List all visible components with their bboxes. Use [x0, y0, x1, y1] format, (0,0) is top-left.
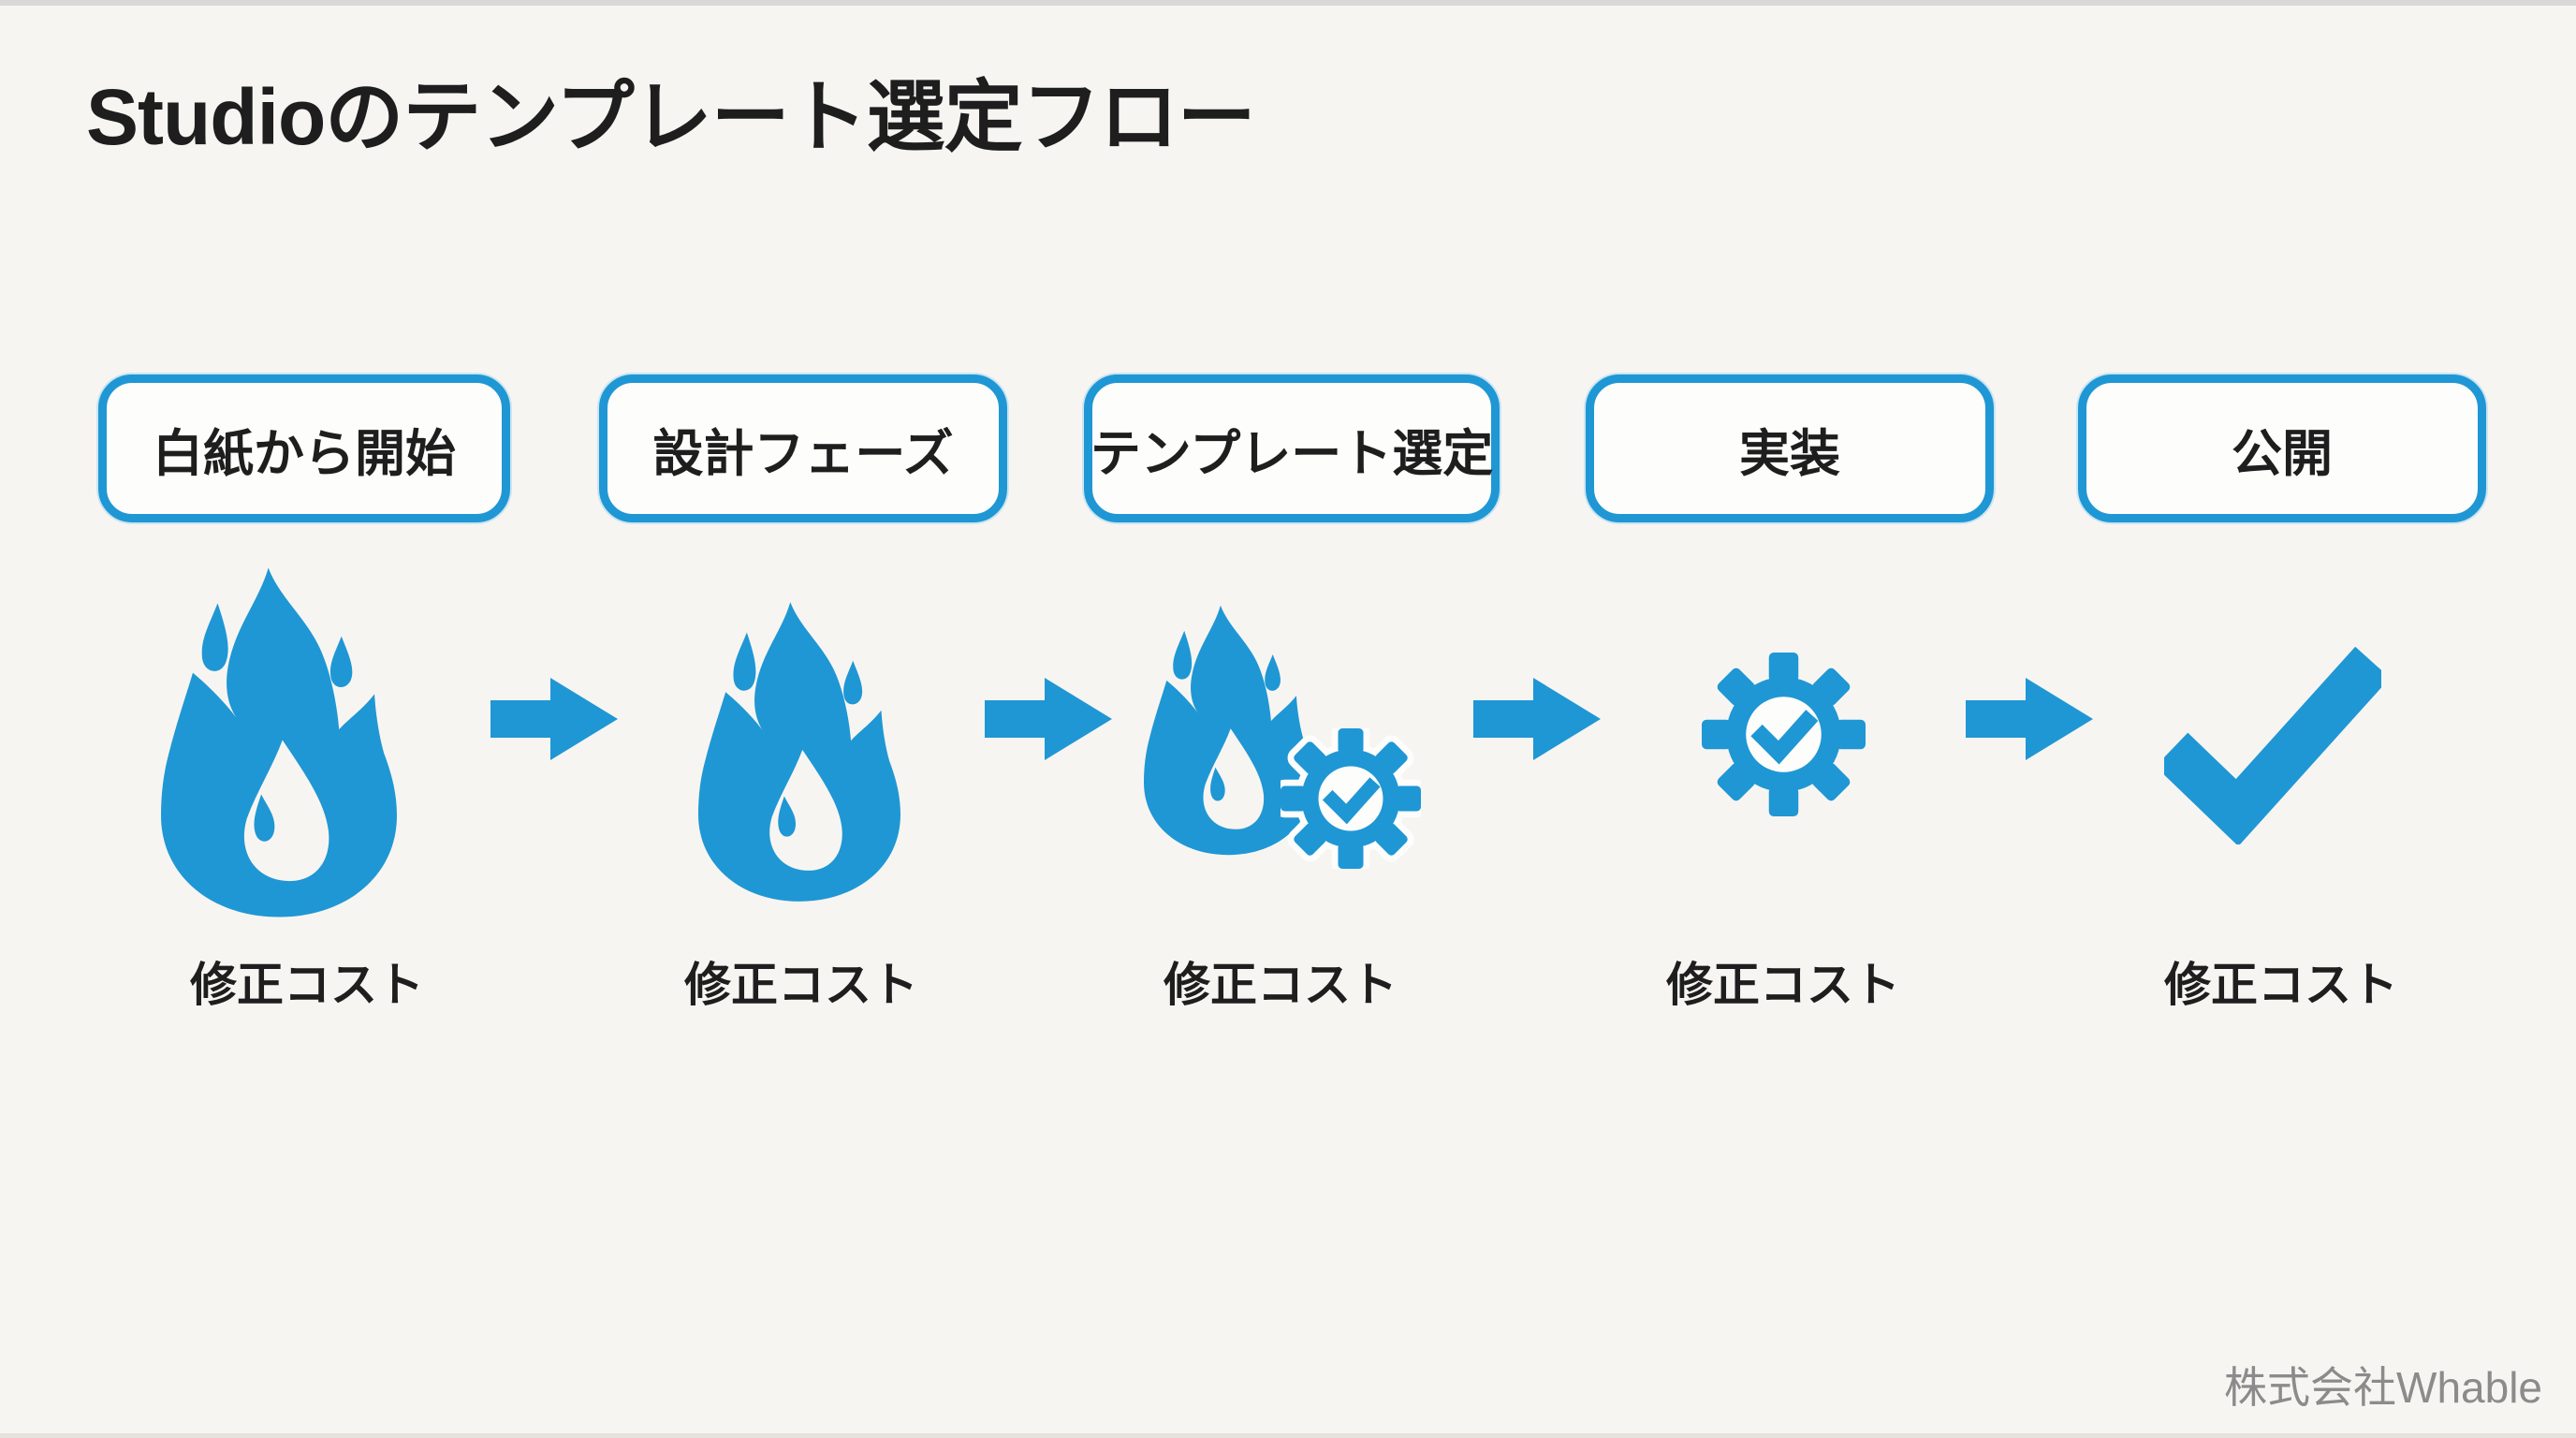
flame-medium-icon [698, 602, 900, 902]
stage-box-label: テンプレート選定 [1090, 425, 1494, 482]
stage-box-start-blank: 白紙から開始 [98, 374, 510, 522]
stage-box-label: 設計フェーズ [652, 425, 954, 482]
cost-label: 修正コスト [1164, 959, 1398, 1011]
check-icon [2164, 646, 2381, 844]
page-title: Studioのテンプレート選定フロー [86, 73, 1256, 161]
stage-box-label: 公開 [2232, 425, 2333, 482]
right-arrow-icon [1966, 678, 2093, 760]
right-arrow-icon [1473, 678, 1601, 760]
flame-gear-check-icon [1144, 604, 1425, 875]
company-credit: 株式会社Whable [2224, 1363, 2542, 1412]
gear-check-small-icon [1281, 728, 1421, 869]
gear-check-icon [1702, 653, 1866, 816]
stage-box-publish: 公開 [2078, 374, 2486, 522]
stage-box-implementation: 実装 [1586, 374, 1994, 522]
cost-label: 修正コスト [1666, 959, 1900, 1011]
stage-box-label: 白紙から開始 [153, 425, 456, 482]
stage-box-label: 実装 [1739, 425, 1840, 482]
cost-label: 修正コスト [2164, 959, 2398, 1011]
cost-label: 修正コスト [684, 959, 918, 1011]
stage-box-template-selection: テンプレート選定 [1084, 374, 1500, 522]
flame-small-icon [1144, 605, 1312, 856]
cost-label: 修正コスト [190, 959, 424, 1011]
flame-large-icon [161, 567, 397, 917]
right-arrow-icon [490, 678, 618, 760]
top-edge-strip [0, 0, 2576, 6]
bottom-edge-strip [0, 1433, 2576, 1438]
stage-box-design-phase: 設計フェーズ [599, 374, 1007, 522]
right-arrow-icon [985, 678, 1112, 760]
